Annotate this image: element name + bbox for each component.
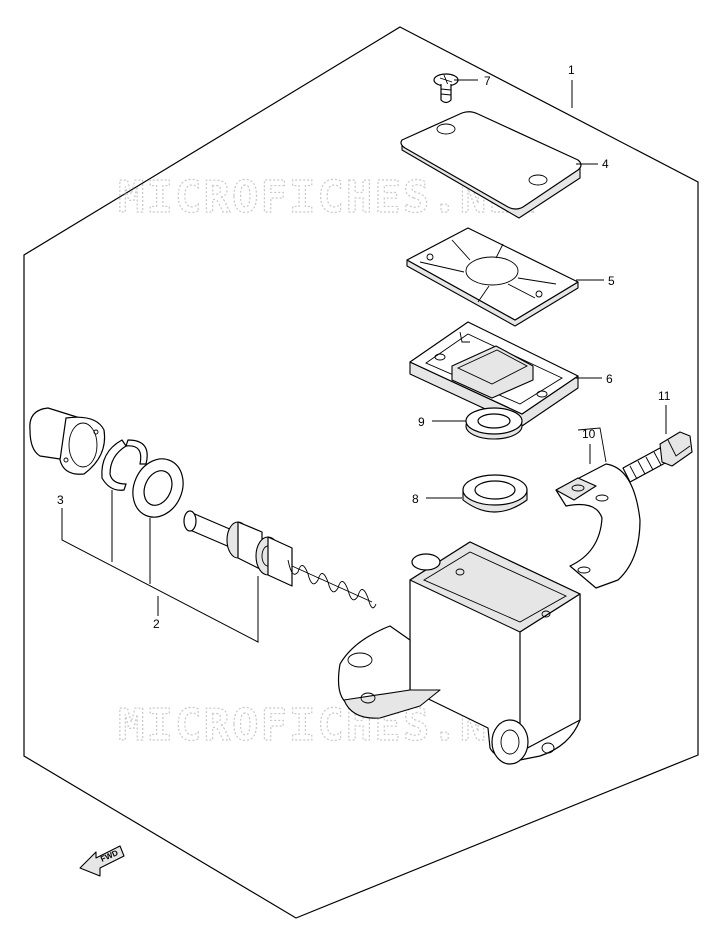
washer [132, 458, 184, 518]
master-cylinder-body [337, 541, 581, 765]
callout-9: 9 [418, 415, 425, 429]
assembly-frame [23, 26, 699, 919]
part-7-screw [433, 73, 459, 104]
leader-lines [61, 79, 667, 643]
fwd-arrow: FWD [79, 845, 125, 877]
spring [287, 559, 377, 609]
callout-11: 11 [658, 389, 671, 403]
callout-1: 1 [568, 63, 575, 77]
part-10-clamp [555, 427, 641, 589]
part-3-boot [29, 407, 106, 475]
callout-3: 3 [57, 493, 64, 507]
part-4-reservoir-cap [400, 111, 582, 219]
part-6-diaphragm [409, 321, 579, 427]
callout-2: 2 [153, 617, 160, 631]
callout-4: 4 [602, 157, 609, 171]
part-8-seal [462, 474, 528, 513]
part-11-bolt [622, 431, 693, 483]
part-2-piston [183, 510, 293, 587]
part-9-ring [465, 407, 523, 440]
part-5-diaphragm-plate [406, 227, 579, 327]
callout-6: 6 [606, 372, 613, 386]
callout-7: 7 [484, 74, 491, 88]
callout-5: 5 [608, 274, 615, 288]
callout-8: 8 [412, 492, 419, 506]
callout-10: 10 [582, 427, 596, 441]
circlip [101, 439, 148, 491]
